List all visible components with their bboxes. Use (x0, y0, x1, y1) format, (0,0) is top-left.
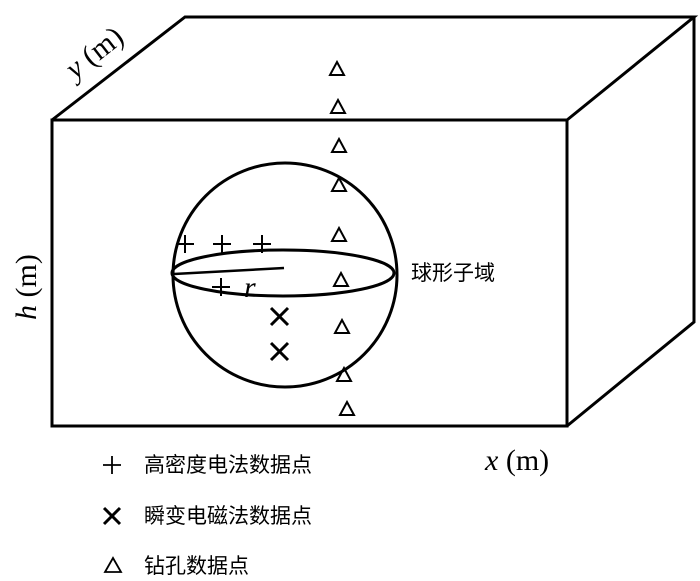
plus-icon (103, 456, 121, 474)
cross-icon (102, 506, 122, 526)
x-axis-var: x (484, 444, 499, 477)
y-axis-label: y (m) (57, 20, 130, 87)
x-axis-unit: (m) (498, 444, 549, 477)
triangle-marker (333, 317, 351, 334)
legend: 高密度电法数据点 瞬变电磁法数据点 钻孔数据点 (102, 453, 312, 578)
triangle-marker (335, 365, 353, 382)
box-top-face (51, 15, 699, 122)
h-axis-label: h (m) (10, 254, 43, 320)
sphere-subdomain (170, 161, 399, 389)
legend-label-borehole: 钻孔数据点 (144, 554, 249, 578)
triangle-marker (332, 270, 350, 287)
box-side-face (566, 17, 696, 428)
x-axis-label: x (m) (484, 444, 549, 477)
legend-item-tem: 瞬变电磁法数据点 (102, 504, 312, 528)
plus-marker (213, 235, 231, 253)
radius-label: r (244, 271, 256, 304)
legend-label-tem: 瞬变电磁法数据点 (144, 504, 312, 528)
triangle-marker (338, 399, 356, 416)
box-front-face (50, 118, 569, 428)
triangle-marker (330, 225, 348, 242)
sphere-radius-line (173, 266, 285, 276)
legend-item-ert: 高密度电法数据点 (103, 453, 312, 477)
cross-markers (269, 306, 290, 362)
sphere-outline (171, 161, 399, 389)
triangle-marker (329, 97, 347, 114)
legend-label-ert: 高密度电法数据点 (144, 453, 312, 477)
cross-marker (269, 306, 290, 327)
triangle-marker (328, 59, 346, 76)
h-axis-unit: (m) (10, 254, 43, 305)
triangle-markers (328, 59, 356, 416)
plus-marker (176, 235, 194, 253)
legend-item-borehole: 钻孔数据点 (103, 554, 249, 578)
box-outline (50, 15, 699, 428)
cross-marker (269, 341, 290, 362)
triangle-marker (330, 136, 348, 153)
sphere-equator (170, 248, 396, 298)
plus-marker (212, 278, 230, 296)
sphere-subdomain-label: 球形子域 (411, 261, 495, 285)
triangle-marker (330, 175, 348, 192)
plus-markers (176, 235, 271, 296)
triangle-icon (103, 556, 123, 573)
h-axis-var: h (10, 305, 43, 320)
plus-marker (253, 235, 271, 253)
